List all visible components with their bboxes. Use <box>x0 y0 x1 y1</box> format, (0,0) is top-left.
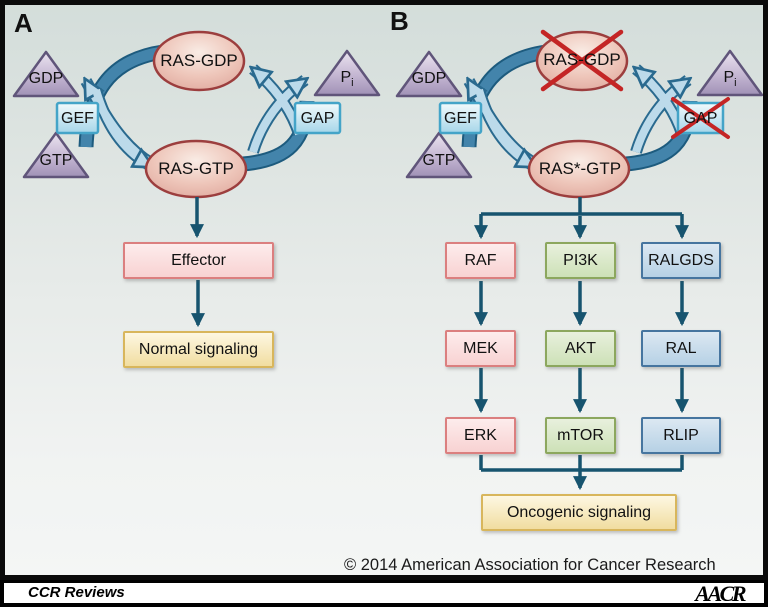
journal-title: CCR Reviews <box>28 584 125 601</box>
panel-b-connectors <box>474 197 689 491</box>
ralgds-box: RALGDS <box>641 242 721 279</box>
ras-star-gtp-oval-label-b: RAS*-GTP <box>538 159 622 178</box>
oncogenic-signaling-label: Oncogenic signaling <box>506 503 652 521</box>
erk-box: ERK <box>445 417 516 454</box>
panel-a-connectors <box>190 197 205 328</box>
diagram-background <box>0 0 768 580</box>
panel-b-label: B <box>390 6 409 36</box>
ral-box: RAL <box>641 330 721 367</box>
pi-triangle-label-b: Pi <box>723 69 737 90</box>
normal-signaling-box: Normal signaling <box>123 331 274 368</box>
oncogenic-signaling-box: Oncogenic signaling <box>481 494 677 531</box>
ras-gtp-oval-label-a: RAS-GTP <box>158 159 234 178</box>
gtp-triangle-label-a: GTP <box>39 152 73 169</box>
pi3k-box: PI3K <box>545 242 616 279</box>
gdp-triangle-label-b: GDP <box>411 70 447 87</box>
gdp-triangle-label-a: GDP <box>28 70 64 87</box>
normal-signaling-label: Normal signaling <box>138 340 259 358</box>
akt-box: AKT <box>545 330 616 367</box>
footer-bar: CCR Reviews AACR <box>4 580 764 607</box>
ras-gdp-oval-label-b: RAS-GDP <box>543 50 621 69</box>
ras-gdp-oval-label-a: RAS-GDP <box>160 51 238 70</box>
gtp-triangle-label-b: GTP <box>422 152 456 169</box>
gap-box-label-b: GAP <box>683 110 718 127</box>
mtor-box: mTOR <box>545 417 616 454</box>
effector-box-label: Effector <box>171 251 226 269</box>
gef-box-label-a: GEF <box>61 110 94 127</box>
panel-a-label: A <box>14 8 33 38</box>
rlip-box: RLIP <box>641 417 721 454</box>
mek-box: MEK <box>445 330 516 367</box>
aacr-logo: AACR <box>695 581 746 606</box>
copyright-text: © 2014 American Association for Cancer R… <box>344 556 716 574</box>
gap-box-label-a: GAP <box>300 110 335 127</box>
diagram-artwork <box>0 0 768 491</box>
raf-box: RAF <box>445 242 516 279</box>
pi-triangle-label-a: Pi <box>340 69 354 90</box>
effector-box: Effector <box>123 242 274 279</box>
gef-box-label-b: GEF <box>444 110 477 127</box>
mutation-cross-marks <box>540 29 730 139</box>
